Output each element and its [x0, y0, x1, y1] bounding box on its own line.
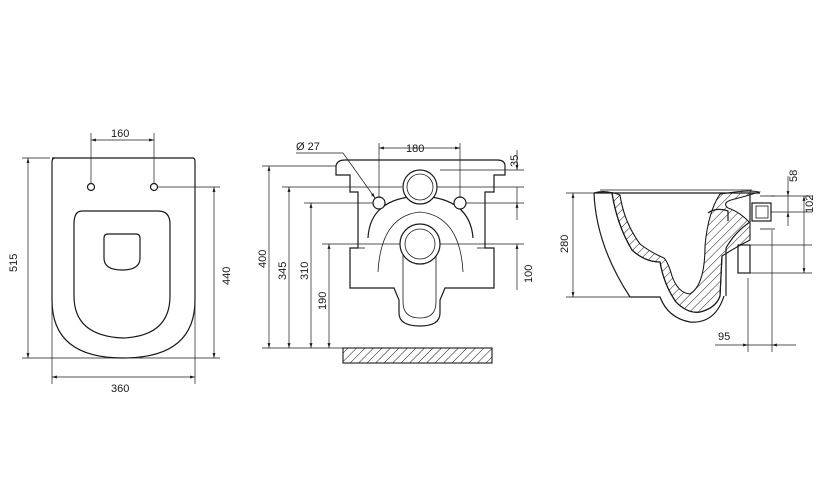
waste-outlet-inner: [404, 228, 436, 260]
fixing-hole-left: [86, 182, 96, 192]
dim-100-label: 100: [523, 265, 535, 283]
dim-515-label: 515: [8, 254, 20, 272]
section-body: [593, 190, 762, 313]
side-section-view: 280 58 102 95: [559, 170, 816, 352]
rim-flush-lip: [707, 208, 729, 221]
dim-35-label: 35: [509, 155, 521, 167]
rear-hole-left: [372, 196, 386, 210]
dim-360-label: 360: [111, 383, 129, 395]
dim-180-label: 180: [406, 143, 424, 155]
dim-102-label: 102: [804, 195, 816, 213]
bowl-outline: [51, 157, 196, 359]
side-back-wall: [725, 193, 751, 296]
water-inlet-outer: [402, 169, 438, 205]
dim-95-label: 95: [718, 331, 730, 343]
dim-310-label: 310: [299, 262, 311, 280]
dim-160-label: 160: [111, 128, 129, 140]
dim-400-label: 400: [257, 250, 269, 268]
bowl-outer-curve: [593, 192, 725, 323]
seat-inner-rim: [73, 210, 171, 339]
dim-345-label: 345: [277, 262, 289, 280]
dim-190-label: 190: [317, 292, 329, 310]
bowl-inner-curve: [611, 192, 723, 313]
dim-58-label: 58: [788, 170, 800, 182]
rear-outline: [335, 159, 506, 327]
rear-view: Ø 27 180 35 100 400 345 310 190: [257, 141, 535, 364]
fixing-hole-right: [149, 182, 159, 192]
waste-outlet-outer: [399, 223, 441, 265]
dim-280-label: 280: [559, 235, 571, 253]
rear-inner-arch-2: [377, 211, 464, 273]
seat-opening: [103, 233, 141, 271]
dim-diameter-label: Ø 27: [296, 141, 320, 153]
rear-drain-channel: [402, 254, 437, 319]
top-view: 160 515 440 360: [8, 128, 233, 395]
floor-hatch: [342, 347, 493, 364]
dim-440-label: 440: [221, 267, 233, 285]
waste-outlet-section: [737, 244, 751, 274]
water-inlet-inner: [406, 173, 434, 201]
rear-hole-right: [453, 196, 467, 210]
